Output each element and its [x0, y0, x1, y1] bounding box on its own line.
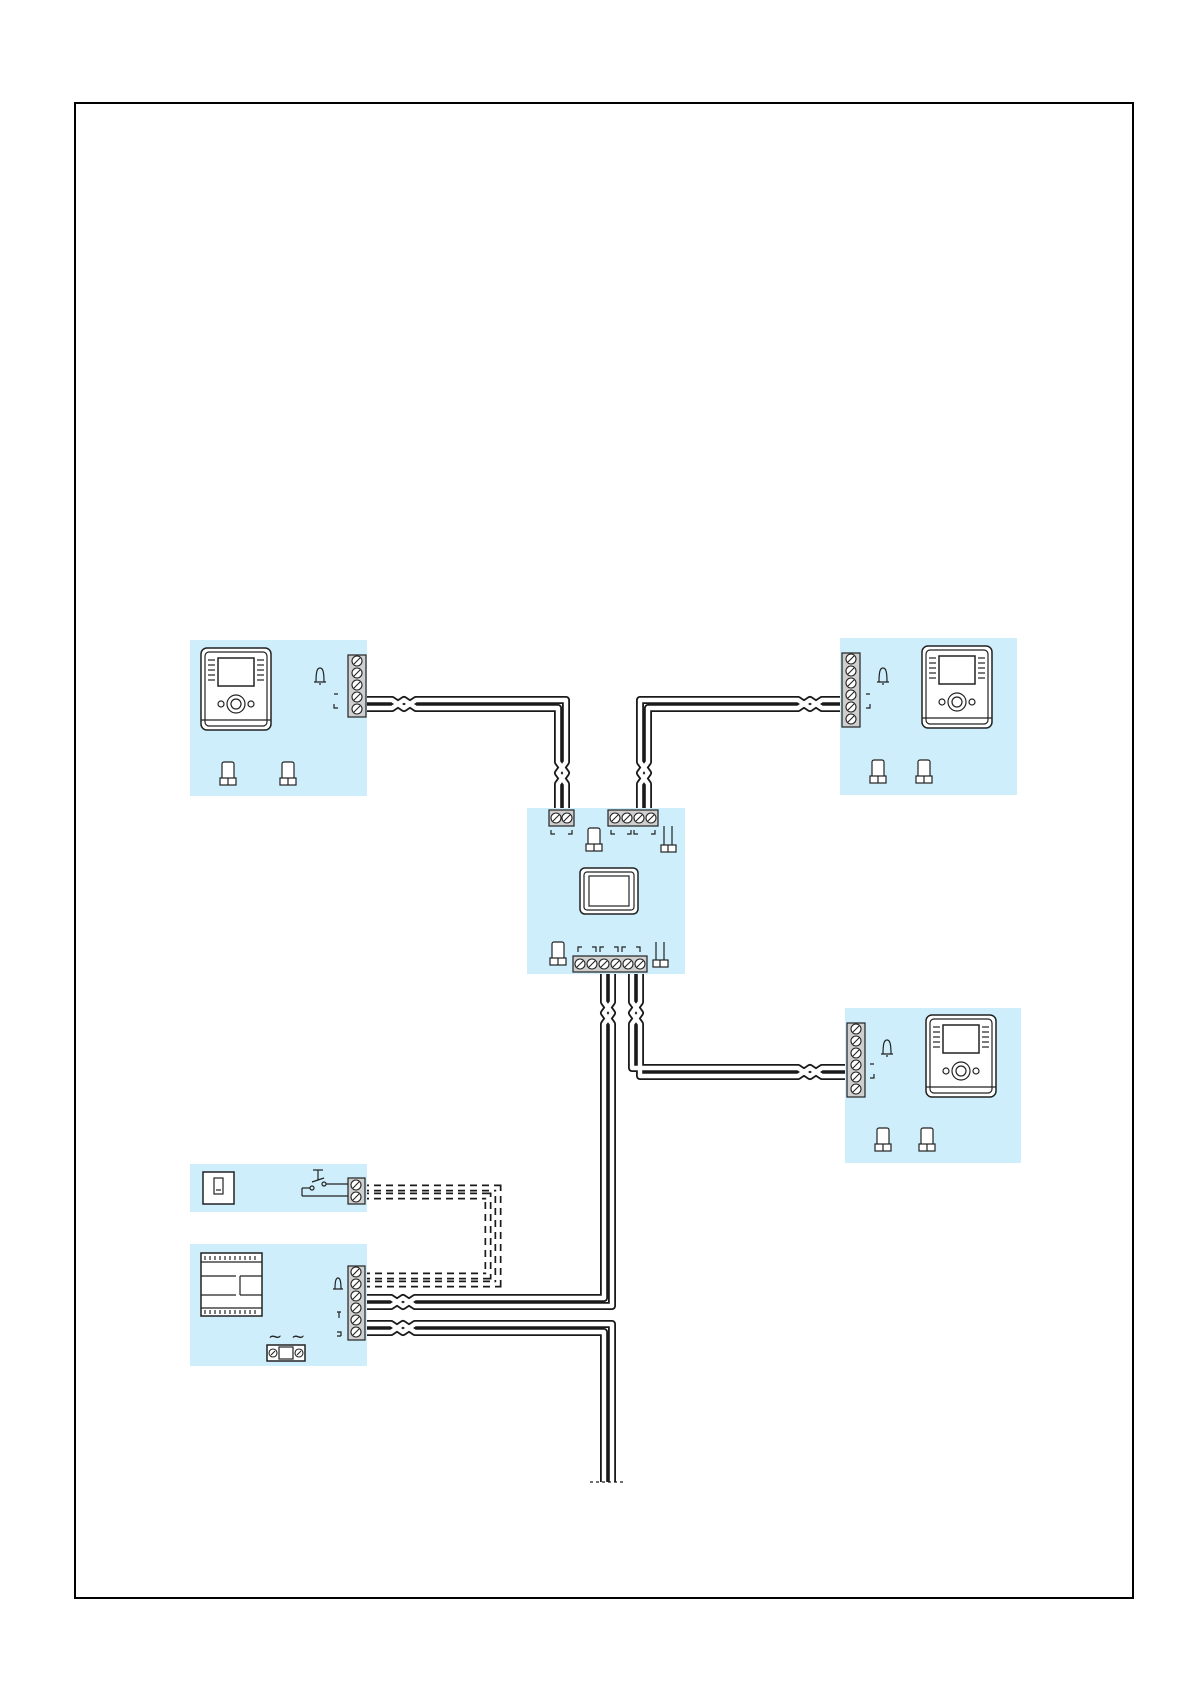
jumper-icon [586, 828, 602, 851]
jumper-icon [919, 1128, 935, 1151]
video-monitor [926, 1015, 996, 1097]
terminal-strip [842, 653, 860, 727]
push-button-plate [203, 1172, 234, 1204]
ac-symbol-right: ~ [291, 1327, 305, 1347]
jumper-icon [916, 760, 932, 783]
terminal-strip [348, 655, 366, 717]
monitor-panel-top-right [840, 638, 1017, 795]
distributor-panel [527, 808, 685, 974]
power-supply-panel: ~ ~ [190, 1244, 367, 1366]
monitor-panel-mid-right [845, 1008, 1021, 1163]
push-button-panel [190, 1164, 367, 1212]
jumper-icon [875, 1128, 891, 1151]
jumper-icon [280, 762, 296, 785]
distributor-module [580, 868, 638, 914]
video-monitor [201, 648, 271, 730]
video-monitor [922, 646, 992, 728]
ac-terminal-block [267, 1345, 305, 1361]
terminal-strip [348, 1266, 365, 1340]
terminal-strip [348, 1178, 365, 1204]
jumper-icon [220, 762, 236, 785]
terminal-strip [847, 1023, 865, 1097]
ac-symbol-left: ~ [268, 1327, 282, 1347]
power-supply-unit [201, 1253, 262, 1316]
monitor-panel-top-left [190, 640, 367, 796]
jumper-icon [870, 760, 886, 783]
jumper-icon [550, 942, 566, 965]
